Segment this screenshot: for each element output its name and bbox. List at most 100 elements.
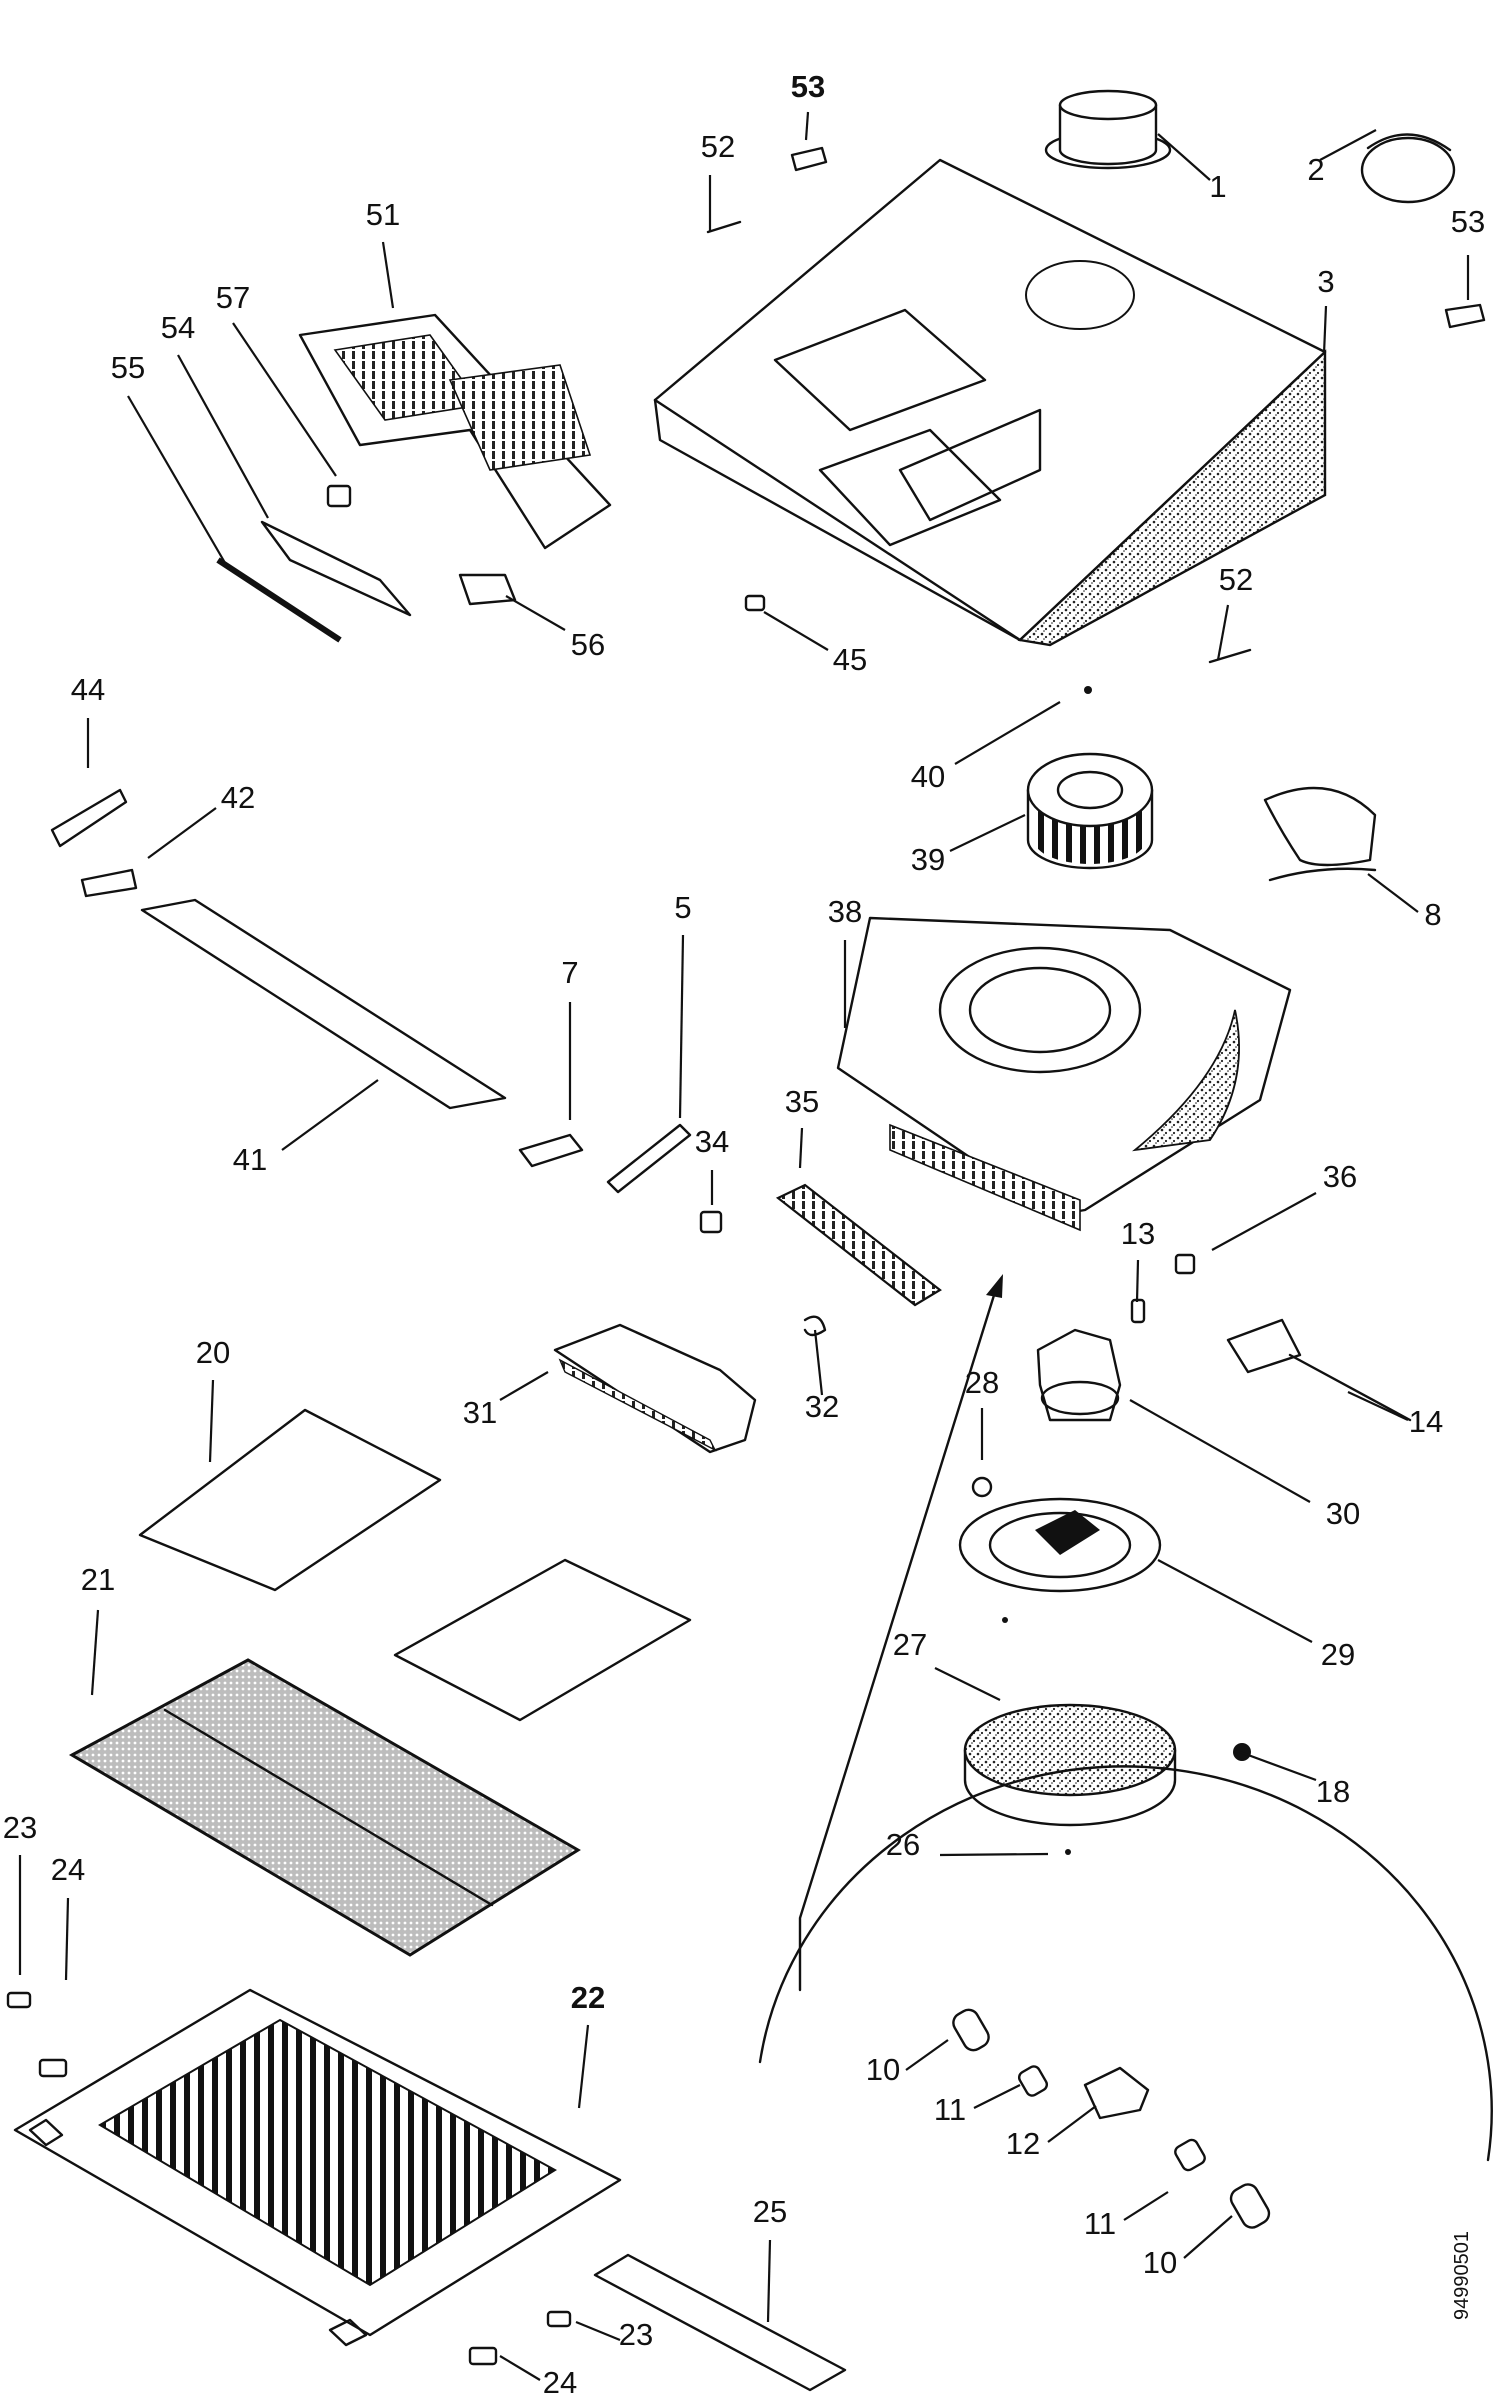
leader-line [1047,2105,1097,2143]
callout-label: 21 [81,1562,115,1597]
callout-label: 23 [619,2317,653,2352]
control-panel [298,313,612,550]
strip-55 [216,557,342,643]
callout-label: 10 [1143,2245,1177,2280]
callout-label: 20 [196,1335,230,1370]
leader-lines [18,111,1470,2381]
leader-line [499,2355,541,2381]
callout-label: 56 [571,627,605,662]
motor-30 [1036,1328,1122,1422]
callout-label: 1 [1209,169,1226,204]
hood-body [653,158,1327,647]
leader-line [798,1127,804,1169]
leader-line [1157,1559,1313,1643]
bottom-panel-22 [13,1988,622,2347]
callout-label: 5 [674,890,691,925]
clip-45 [744,594,766,612]
leader-line [499,1371,549,1401]
callout-label: 53 [1451,204,1485,239]
callout-label: 52 [701,129,735,164]
leader-line [954,701,1061,765]
leader-line [1216,604,1230,661]
leader-line [232,322,337,477]
callout-label: 14 [1409,1404,1443,1439]
leader-line [281,1079,379,1151]
clip-23-bottom [546,2310,572,2328]
button-57 [326,484,352,508]
leader-line [813,1329,824,1396]
pin-52-right [1208,648,1252,664]
leader-line [1211,1192,1317,1251]
callout-label: 52 [1219,562,1253,597]
filter-sheet-20b [393,1558,692,1722]
leader-line [505,595,566,631]
callout-label: 7 [561,955,578,990]
leader-line [1367,873,1419,913]
leader-line [973,2084,1021,2109]
grease-filter-21 [68,1658,581,1957]
leader-line [1183,2215,1233,2259]
lampholder-12 [1083,2066,1150,2120]
callout-label: 28 [965,1365,999,1400]
callout-label: 29 [1321,1637,1355,1672]
filter-sheet-20 [138,1408,442,1592]
leader-line [577,2024,590,2109]
socket-11-right [1174,2138,1206,2172]
leader-line [1319,129,1377,161]
callout-label: 18 [1316,1774,1350,1809]
callout-label: 22 [571,1980,605,2015]
switch-panel-31 [553,1323,757,1454]
leader-line [177,354,269,519]
leader-line [127,395,229,569]
screw-small [1002,1617,1008,1623]
detail-circle [758,1274,1493,2162]
deflector [1263,786,1377,882]
callout-label: 32 [805,1389,839,1424]
callout-label: 30 [1326,1496,1360,1531]
leader-line [1347,1391,1409,1421]
callout-label: 44 [71,672,105,707]
nut-28 [971,1476,993,1498]
filter-strip-41 [140,898,507,1110]
clip-32 [803,1315,827,1337]
screw-53-right [1444,303,1486,329]
callout-label: 24 [543,2365,577,2400]
callout-label: 57 [216,280,250,315]
carbon-filter-27 [963,1703,1177,1827]
leader-line [1135,1259,1140,1303]
callout-label: 12 [1006,2126,1040,2161]
leader-line [678,934,685,1119]
switch-14 [1226,1318,1412,1422]
switch-block-54 [260,520,412,617]
callout-label: 11 [934,2092,966,2127]
document-number: 94990501 [1451,2231,1473,2320]
callout-label: 10 [866,2052,900,2087]
leader-line [934,1667,1001,1701]
bracket-44 [50,788,128,848]
callout-label: 51 [366,197,400,232]
callout-label: 2 [1307,152,1324,187]
callout-label: 38 [828,894,862,929]
callout-label: 23 [3,1810,37,1845]
leader-line [147,807,217,859]
clip-24-left [38,2058,68,2078]
callout-label: 55 [111,350,145,385]
leader-line [1123,2191,1169,2221]
nut-36 [1174,1253,1196,1275]
leader-line [381,241,395,309]
leader-line [766,2239,772,2323]
leader-line [905,2039,949,2071]
socket-11-left [1017,2065,1049,2097]
nut-34 [699,1210,723,1234]
bracket-35 [775,1183,942,1307]
callout-label: 27 [893,1627,927,1662]
leader-line [949,814,1026,852]
fan-wheel [1026,752,1154,870]
clip-42 [80,868,138,898]
spring-13 [1130,1298,1146,1324]
leader-line [1239,1750,1317,1782]
cover-disc [1360,133,1456,204]
